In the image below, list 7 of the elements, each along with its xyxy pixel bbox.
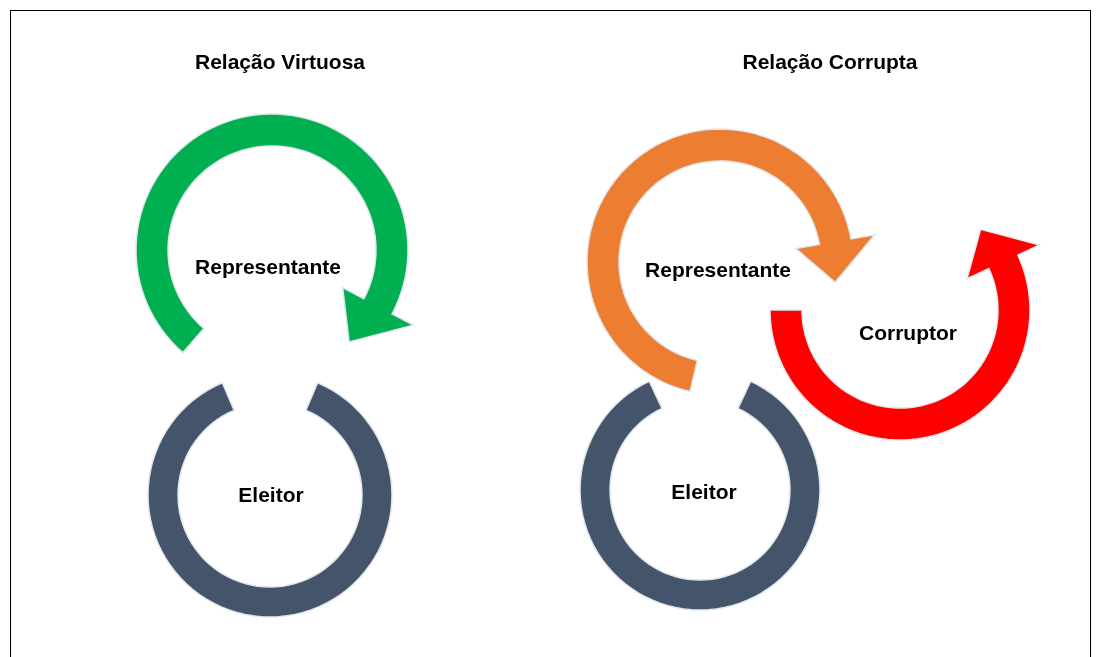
node-label: Representante <box>195 255 341 279</box>
node-label: Corruptor <box>859 321 957 345</box>
node-label: Representante <box>645 258 791 282</box>
heading: Relação Corrupta <box>742 50 918 74</box>
heading: Relação Virtuosa <box>195 50 365 74</box>
node-label: Eleitor <box>671 480 737 504</box>
node-label: Eleitor <box>238 483 304 507</box>
